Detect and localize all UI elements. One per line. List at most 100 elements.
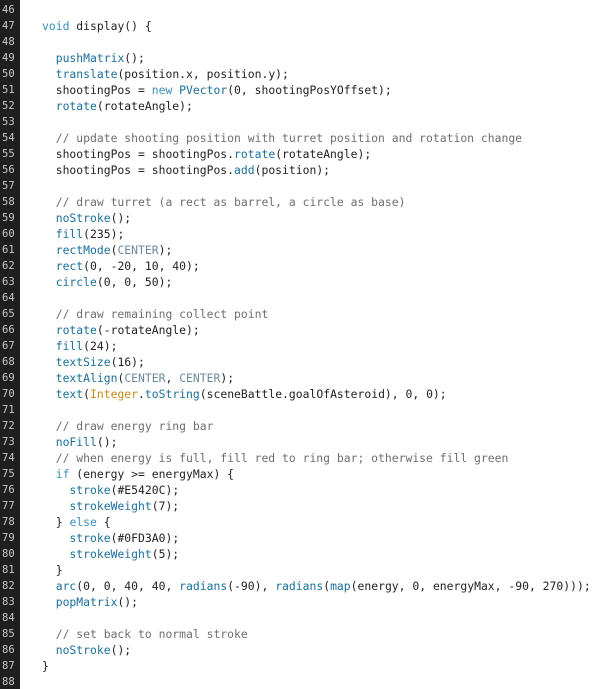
line-number: 56 <box>2 164 15 176</box>
code-line[interactable]: // when energy is full, fill red to ring… <box>42 450 612 466</box>
code-token: // draw remaining collect point <box>42 307 269 321</box>
line-number: 57 <box>2 180 15 192</box>
code-line[interactable]: stroke(#0FD3A0); <box>42 530 612 546</box>
code-token: arc <box>55 579 77 593</box>
code-line[interactable] <box>42 674 612 689</box>
code-line[interactable]: rotate(rotateAngle); <box>42 98 612 114</box>
code-token: CENTER <box>124 371 166 385</box>
code-token: // update shooting position with turret … <box>42 131 523 145</box>
code-token: stroke <box>69 483 111 497</box>
code-line[interactable]: shootingPos = shootingPos.rotate(rotateA… <box>42 146 612 162</box>
code-line[interactable]: void display() { <box>42 18 612 34</box>
code-token: // draw energy ring bar <box>42 419 214 433</box>
code-token <box>42 227 56 241</box>
code-token: (-rotateAngle); <box>96 323 200 337</box>
code-line[interactable]: fill(24); <box>42 338 612 354</box>
code-line[interactable]: // draw remaining collect point <box>42 306 612 322</box>
line-number: 72 <box>2 420 15 432</box>
code-line[interactable]: strokeWeight(7); <box>42 498 612 514</box>
code-token: ); <box>158 243 173 257</box>
code-line[interactable]: noStroke(); <box>42 210 612 226</box>
code-token <box>42 483 69 497</box>
line-number: 52 <box>2 100 15 112</box>
code-area[interactable]: void display() { pushMatrix(); translate… <box>20 0 612 689</box>
line-number: 80 <box>2 548 15 560</box>
line-number: 76 <box>2 484 15 496</box>
code-token: (); <box>117 595 139 609</box>
code-line[interactable]: textAlign(CENTER, CENTER); <box>42 370 612 386</box>
code-line[interactable]: noStroke(); <box>42 642 612 658</box>
code-token <box>42 467 56 481</box>
code-token: (#E5420C); <box>110 483 180 497</box>
code-line[interactable] <box>42 290 612 306</box>
code-line[interactable]: // draw energy ring bar <box>42 418 612 434</box>
code-line[interactable]: fill(235); <box>42 226 612 242</box>
code-line[interactable]: text(Integer.toString(sceneBattle.goalOf… <box>42 386 612 402</box>
code-token <box>42 371 56 385</box>
code-token: noStroke <box>55 211 111 225</box>
code-token: (rotateAngle); <box>96 99 193 113</box>
code-token: (position); <box>254 163 331 177</box>
line-number: 55 <box>2 148 15 160</box>
code-line[interactable]: translate(position.x, position.y); <box>42 66 612 82</box>
code-line[interactable]: if (energy >= energyMax) { <box>42 466 612 482</box>
code-token: radians <box>179 579 228 593</box>
code-token: rotate <box>55 99 97 113</box>
code-token: (0, -20, 10, 40); <box>83 259 200 273</box>
code-line[interactable]: // set back to normal stroke <box>42 626 612 642</box>
code-token <box>42 51 56 65</box>
code-token: shootingPos = shootingPos. <box>42 147 235 161</box>
line-number: 88 <box>2 676 15 688</box>
code-token: textAlign <box>55 371 118 385</box>
code-line[interactable]: textSize(16); <box>42 354 612 370</box>
line-number: 47 <box>2 20 15 32</box>
code-token: (); <box>110 211 132 225</box>
code-line[interactable]: noFill(); <box>42 434 612 450</box>
code-line[interactable]: // draw turret (a rect as barrel, a circ… <box>42 194 612 210</box>
line-number: 73 <box>2 436 15 448</box>
line-number: 77 <box>2 500 15 512</box>
code-token <box>42 339 56 353</box>
code-line[interactable]: } <box>42 562 612 578</box>
code-line[interactable]: rect(0, -20, 10, 40); <box>42 258 612 274</box>
line-number: 83 <box>2 596 15 608</box>
code-line[interactable] <box>42 34 612 50</box>
code-token: translate <box>55 67 118 81</box>
code-line[interactable]: popMatrix(); <box>42 594 612 610</box>
code-token: rectMode <box>55 243 111 257</box>
code-line[interactable] <box>42 402 612 418</box>
line-number: 70 <box>2 388 15 400</box>
code-line[interactable]: strokeWeight(5); <box>42 546 612 562</box>
code-line[interactable]: } else { <box>42 514 612 530</box>
code-token: (16); <box>110 355 145 369</box>
code-token: (energy, 0, energyMax, -90, 270))); <box>350 579 591 593</box>
code-line[interactable]: circle(0, 0, 50); <box>42 274 612 290</box>
line-number: 85 <box>2 628 15 640</box>
code-token: else <box>69 515 97 529</box>
code-line[interactable]: arc(0, 0, 40, 40, radians(-90), radians(… <box>42 578 612 594</box>
code-line[interactable] <box>42 178 612 194</box>
code-line[interactable] <box>42 2 612 18</box>
code-token: strokeWeight <box>69 499 152 513</box>
code-line[interactable] <box>42 114 612 130</box>
line-number: 79 <box>2 532 15 544</box>
line-number: 84 <box>2 612 15 624</box>
code-line[interactable]: // update shooting position with turret … <box>42 130 612 146</box>
code-token: (#0FD3A0); <box>110 531 180 545</box>
code-line[interactable]: shootingPos = shootingPos.add(position); <box>42 162 612 178</box>
code-line[interactable]: rotate(-rotateAngle); <box>42 322 612 338</box>
code-token <box>42 643 56 657</box>
code-token: ( <box>323 579 331 593</box>
code-token <box>42 323 56 337</box>
code-token <box>42 579 56 593</box>
code-line[interactable]: rectMode(CENTER); <box>42 242 612 258</box>
code-line[interactable]: pushMatrix(); <box>42 50 612 66</box>
code-line[interactable] <box>42 610 612 626</box>
code-line[interactable]: shootingPos = new PVector(0, shootingPos… <box>42 82 612 98</box>
code-line[interactable]: } <box>42 658 612 674</box>
code-line[interactable]: stroke(#E5420C); <box>42 482 612 498</box>
code-token <box>42 387 56 401</box>
code-token <box>42 99 56 113</box>
code-token: textSize <box>55 355 111 369</box>
